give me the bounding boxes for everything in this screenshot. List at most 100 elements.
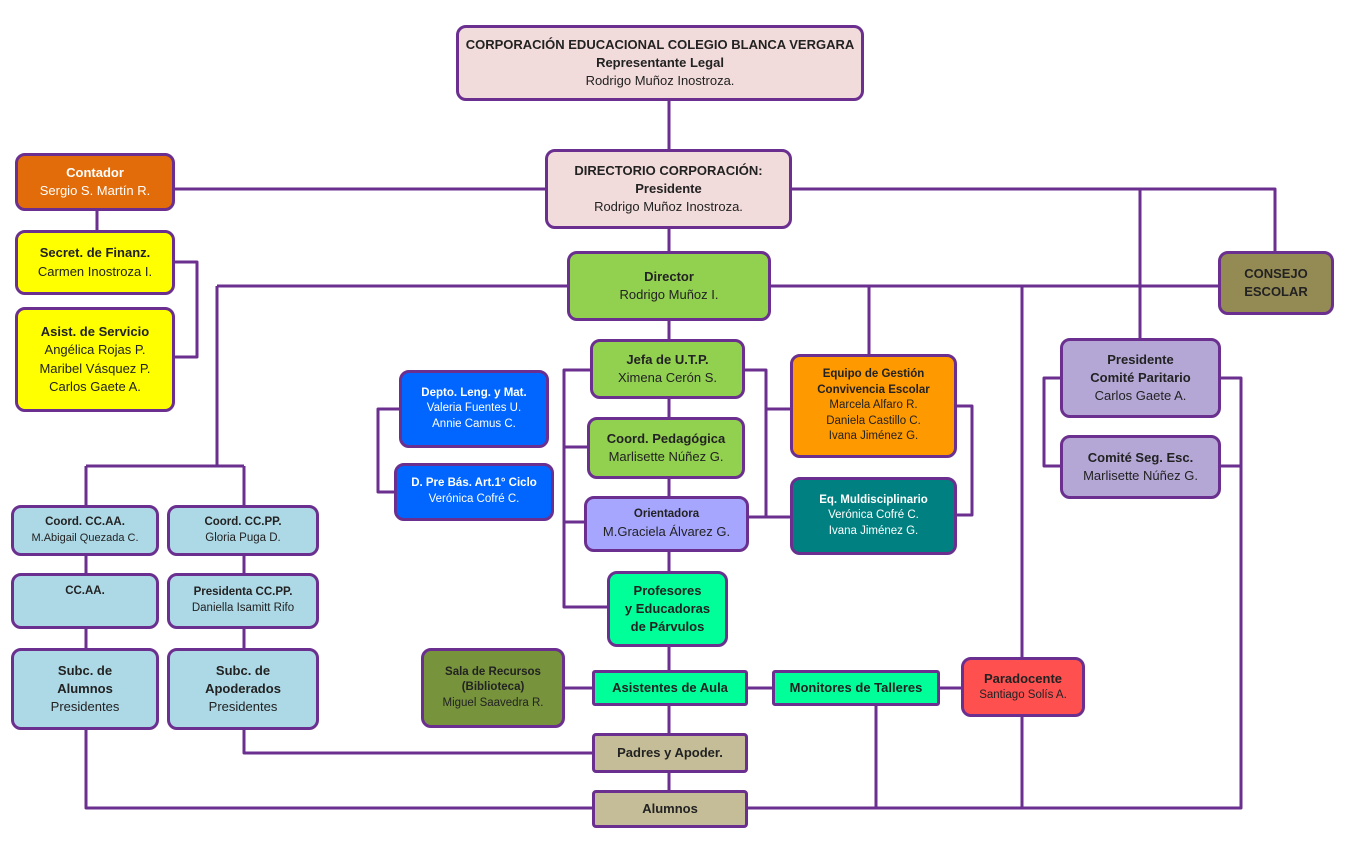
corporacion-person: Rodrigo Muñoz Inostroza. xyxy=(585,73,735,89)
alumnos-box: Alumnos xyxy=(592,790,748,828)
secret-finanzas-person: Carmen Inostroza I. xyxy=(37,263,153,279)
jefa-utp-box: Jefa de U.T.P. Ximena Cerón S. xyxy=(590,339,745,399)
connector-line xyxy=(748,376,1243,810)
profesores-line-3: de Párvulos xyxy=(630,619,705,635)
equipo-gestion-person-1: Marcela Alfaro R. xyxy=(829,399,918,412)
connector-line xyxy=(745,368,790,519)
monitores-talleres-box: Monitores de Talleres xyxy=(772,670,940,706)
coord-pedagogica-box: Coord. Pedagógica Marlisette Núñez G. xyxy=(587,417,745,479)
director-title: Director xyxy=(644,268,694,284)
contador-person: Sergio S. Martín R. xyxy=(39,183,151,198)
paradocente-title: Paradocente xyxy=(983,671,1063,687)
orientadora-person: M.Graciela Álvarez G. xyxy=(602,523,731,539)
orientadora-title: Orientadora xyxy=(633,508,700,521)
comite-seguridad-title: Comité Seg. Esc. xyxy=(1087,449,1194,465)
coord-ccpp-box: Coord. CC.PP. Gloria Puga D. xyxy=(167,505,319,556)
asist-servicio-person-1: Angélica Rojas P. xyxy=(44,342,146,358)
comite-seguridad-person: Marlisette Núñez G. xyxy=(1083,468,1198,483)
coord-pedagogica-title: Coord. Pedagógica xyxy=(606,430,726,446)
equipo-gestion-box: Equipo de Gestión Convivencia Escolar Ma… xyxy=(790,354,957,458)
profesores-box: Profesores y Educadoras de Párvulos xyxy=(607,571,728,647)
subc-apoderados-line-1: Subc. de xyxy=(215,662,271,678)
connector-line xyxy=(1042,376,1060,468)
profesores-line-1: Profesores xyxy=(633,582,702,598)
coord-ccaa-title: Coord. CC.AA. xyxy=(45,516,125,529)
jefa-utp-title: Jefa de U.T.P. xyxy=(626,351,709,367)
equipo-gestion-person-3: Ivana Jiménez G. xyxy=(828,430,919,443)
asistentes-aula-title: Asistentes de Aula xyxy=(612,679,728,695)
consejo-line-2: ESCOLAR xyxy=(1244,284,1308,299)
subc-alumnos-line-2: Alumnos xyxy=(57,680,113,696)
orientadora-box: Orientadora M.Graciela Álvarez G. xyxy=(584,496,749,552)
director-box: Director Rodrigo Muñoz I. xyxy=(567,251,771,321)
asist-servicio-person-3: Carlos Gaete A. xyxy=(49,378,141,394)
paradocente-person: Santiago Solís A. xyxy=(979,689,1067,702)
monitores-talleres-title: Monitores de Talleres xyxy=(789,679,923,695)
presidenta-ccpp-title: Presidenta CC.PP. xyxy=(193,586,293,599)
eq-multidisciplinario-person-2: Ivana Jiménez G. xyxy=(828,524,919,537)
contador-title: Contador xyxy=(66,164,124,180)
depto-leng-mat-box: Depto. Leng. y Mat. Valeria Fuentes U. A… xyxy=(399,370,549,448)
eq-multidisciplinario-box: Eq. Muldisciplinario Verónica Cofré C. I… xyxy=(790,477,957,555)
jefa-utp-person: Ximena Cerón S. xyxy=(618,370,717,385)
coord-pedagogica-person: Marlisette Núñez G. xyxy=(608,449,724,464)
corporacion-role: Representante Legal xyxy=(596,54,724,70)
subc-apoderados-line-3: Presidentes xyxy=(208,699,278,715)
pre-basica-box: D. Pre Bás. Art.1° Ciclo Verónica Cofré … xyxy=(394,463,554,521)
presidente-comite-box: Presidente Comité Paritario Carlos Gaete… xyxy=(1060,338,1221,418)
ccaa-title: CC.AA. xyxy=(65,585,105,597)
presidenta-ccpp-box: Presidenta CC.PP. Daniella Isamitt Rifo xyxy=(167,573,319,629)
connector-line xyxy=(562,368,607,609)
padres-apoderados-title: Padres y Apoder. xyxy=(617,744,723,760)
consejo-escolar-box: CONSEJO ESCOLAR xyxy=(1218,251,1334,315)
padres-apoderados-box: Padres y Apoder. xyxy=(592,733,748,773)
eq-multidisciplinario-person-1: Verónica Cofré C. xyxy=(828,509,919,522)
sala-recursos-person: Miguel Saavedra R. xyxy=(442,696,544,709)
secret-finanzas-title: Secret. de Finanz. xyxy=(39,245,151,261)
subc-alumnos-box: Subc. de Alumnos Presidentes xyxy=(11,648,159,730)
connector-line xyxy=(957,404,974,517)
connector-line xyxy=(792,187,1277,251)
depto-leng-mat-person-2: Annie Camus C. xyxy=(432,417,516,430)
directorio-title: DIRECTORIO CORPORACIÓN: xyxy=(574,162,763,178)
corporacion-box: CORPORACIÓN EDUCACIONAL COLEGIO BLANCA V… xyxy=(456,25,864,101)
directorio-box: DIRECTORIO CORPORACIÓN: Presidente Rodri… xyxy=(545,149,792,229)
connector-line xyxy=(84,730,592,810)
sala-recursos-title-2: (Biblioteca) xyxy=(461,681,525,694)
consejo-line-1: CONSEJO xyxy=(1244,265,1308,281)
directorio-role: Presidente xyxy=(635,180,702,196)
comite-seguridad-box: Comité Seg. Esc. Marlisette Núñez G. xyxy=(1060,435,1221,499)
asistentes-aula-box: Asistentes de Aula xyxy=(592,670,748,706)
pre-basica-person: Verónica Cofré C. xyxy=(428,493,520,505)
presidente-comite-title-2: Comité Paritario xyxy=(1090,369,1191,385)
asist-servicio-person-2: Maribel Vásquez P. xyxy=(39,360,151,376)
coord-ccpp-person: Gloria Puga D. xyxy=(205,531,281,544)
coord-ccaa-box: Coord. CC.AA. M.Abigail Quezada C. xyxy=(11,505,159,556)
paradocente-box: Paradocente Santiago Solís A. xyxy=(961,657,1085,717)
profesores-line-2: y Educadoras xyxy=(624,600,711,616)
subc-alumnos-line-1: Subc. de xyxy=(57,662,113,678)
coord-ccaa-person: M.Abigail Quezada C. xyxy=(31,531,139,544)
eq-multidisciplinario-title: Eq. Muldisciplinario xyxy=(819,493,928,506)
pre-basica-title: D. Pre Bás. Art.1° Ciclo xyxy=(411,477,537,490)
corporacion-title: CORPORACIÓN EDUCACIONAL COLEGIO BLANCA V… xyxy=(465,36,855,52)
subc-apoderados-box: Subc. de Apoderados Presidentes xyxy=(167,648,319,730)
alumnos-title: Alumnos xyxy=(642,800,698,816)
director-person: Rodrigo Muñoz I. xyxy=(619,287,719,302)
sala-recursos-box: Sala de Recursos (Biblioteca) Miguel Saa… xyxy=(421,648,565,728)
equipo-gestion-title-2: Convivencia Escolar xyxy=(817,383,930,396)
subc-alumnos-line-3: Presidentes xyxy=(50,699,120,715)
asist-servicio-box: Asist. de Servicio Angélica Rojas P. Mar… xyxy=(15,307,175,412)
coord-ccpp-title: Coord. CC.PP. xyxy=(204,515,282,528)
ccaa-box: CC.AA. xyxy=(11,573,159,629)
directorio-person: Rodrigo Muñoz Inostroza. xyxy=(594,199,743,215)
depto-leng-mat-title: Depto. Leng. y Mat. xyxy=(421,386,527,399)
secret-finanzas-box: Secret. de Finanz. Carmen Inostroza I. xyxy=(15,230,175,295)
contador-box: Contador Sergio S. Martín R. xyxy=(15,153,175,211)
presidente-comite-title-1: Presidente xyxy=(1107,351,1174,367)
subc-apoderados-line-2: Apoderados xyxy=(205,680,281,696)
presidenta-ccpp-person: Daniella Isamitt Rifo xyxy=(191,602,295,614)
connector-line xyxy=(242,730,592,755)
equipo-gestion-title-1: Equipo de Gestión xyxy=(822,368,925,381)
